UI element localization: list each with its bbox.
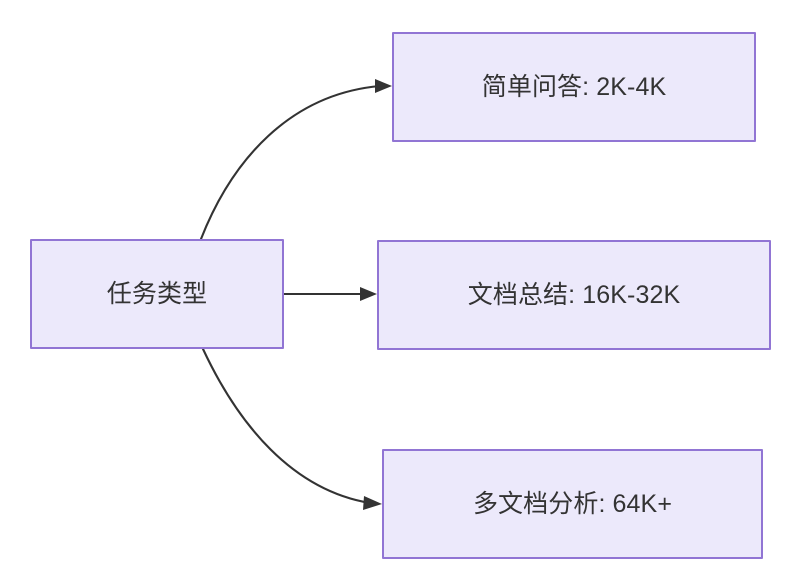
node-label: 多文档分析: 64K+ — [472, 490, 673, 518]
edge-root-to-multi-doc — [201, 347, 372, 505]
node-label: 简单问答: 2K-4K — [481, 73, 667, 101]
node-multi-doc[interactable]: 多文档分析: 64K+ — [382, 449, 763, 559]
node-label: 文档总结: 16K-32K — [467, 281, 681, 309]
arrowhead-doc-summary — [360, 287, 377, 301]
node-simple-qa[interactable]: 简单问答: 2K-4K — [392, 32, 756, 142]
node-doc-summary[interactable]: 文档总结: 16K-32K — [377, 240, 771, 350]
node-label: 任务类型 — [106, 280, 208, 308]
edge-root-to-simple-qa — [199, 84, 382, 241]
arrowhead-simple-qa — [375, 79, 392, 93]
arrowhead-multi-doc — [363, 496, 382, 510]
node-task-type-root[interactable]: 任务类型 — [30, 239, 284, 349]
